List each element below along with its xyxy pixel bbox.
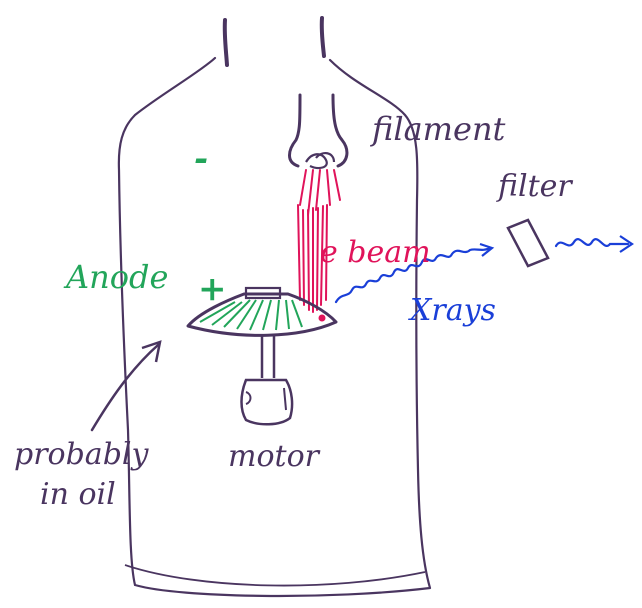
minus-label: -	[194, 139, 208, 179]
probably-label: probably	[14, 437, 149, 472]
tube-neck-left	[225, 20, 227, 65]
motor-label: motor	[228, 439, 321, 474]
anode-label: Anode	[63, 258, 168, 296]
xrays-label: Xrays	[408, 293, 496, 328]
anode-shaft	[262, 336, 274, 378]
beam-focal-spot	[319, 315, 326, 322]
filament-coil	[306, 153, 334, 168]
tube-neck-right	[322, 18, 324, 56]
plus-label: +	[198, 269, 227, 309]
filament-label: filament	[370, 110, 506, 148]
motor-detail	[246, 388, 286, 410]
tube-base-curve	[125, 565, 425, 586]
xray-wave-outside	[556, 239, 628, 246]
ebeam-label: e beam	[320, 235, 431, 270]
filter-box	[508, 220, 548, 266]
in-oil-label: in oil	[40, 477, 116, 512]
filter-label: filter	[496, 169, 573, 204]
